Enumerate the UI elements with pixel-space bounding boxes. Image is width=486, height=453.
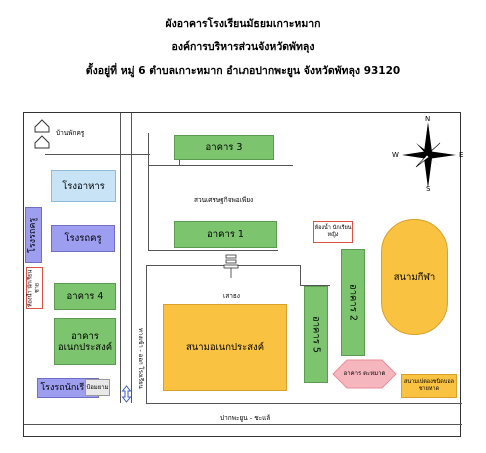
sports-field: สนามกีฬา [381,219,448,335]
road-line [120,113,121,403]
road-line [148,250,278,251]
compass-south-label: S [426,185,431,193]
compass-rose-icon [402,122,456,188]
teacher-houses-label: บ้านพักครู [56,129,85,137]
gate-arrow-icon [121,385,132,403]
road-line [179,155,180,165]
road-line [300,265,301,285]
compass-west-label: W [392,151,399,159]
bench-building: อาคาร ตะหมาด [343,370,386,377]
road-line [24,424,462,425]
road-label: ปากพะยูน - ชะแล้ [220,414,271,422]
restroom-male: ห้องน้ำ นักเรียนชาย [26,267,43,309]
compass-north-label: N [425,115,431,123]
building-3: อาคาร 3 [174,135,274,160]
flagpole-label: เสาธง [223,292,240,300]
road-line [146,403,462,404]
campus-map: บ้านพักครู อาคาร 3 โรงอาหาร สวนเศรษฐกิจพ… [23,112,464,437]
road-line [300,285,330,286]
map-title-line3: ตั้งอยู่ที่ หมู่ 6 ตำบลเกาะหมาก อำเภอปาก… [85,65,401,77]
flagpole-icon [223,254,239,278]
bench-building-shape [332,359,397,389]
agri-garden-label: สวนเศรษฐกิจพอเพียง [194,196,254,204]
building-1: อาคาร 1 [174,221,277,248]
road-line [131,113,132,403]
petanque-court: สนามเปตองชนิดบอล ชายหาด [401,374,457,398]
teacher-garage: โรงรถครู [51,225,115,252]
car-garage: โรงรถครู [25,207,42,263]
canteen: โรงอาหาร [51,170,116,202]
road-line [148,165,293,166]
building-5: อาคาร 5 [304,286,328,383]
restroom-female: ห้องน้ำ นักเรียนหญิง [313,221,353,243]
compass-east-label: E [459,151,464,159]
road-line [148,165,149,250]
teacher-house-icon [34,119,50,149]
road-line [148,133,149,165]
gate-label: ทางเข้า - ออก โรงเรียน [137,328,144,389]
guard-house: ป้อมยาม [85,379,110,396]
road-line [45,154,150,155]
building-4: อาคาร 4 [54,283,116,310]
road-line [146,265,301,266]
road-line [146,265,147,403]
map-title-line1: ผังอาคารโรงเรียนมัธยมเกาะหมาก [165,18,321,30]
building-2: อาคาร 2 [341,249,365,356]
multipurpose-building: อาคาร อเนกประสงค์ [54,318,116,365]
multipurpose-field: สนามอเนกประสงค์ [163,304,287,391]
map-title-line2: องค์การบริหารส่วนจังหวัดพัทลุง [171,41,315,53]
